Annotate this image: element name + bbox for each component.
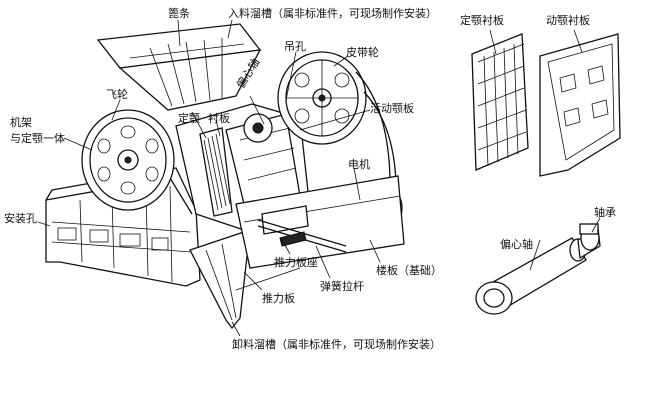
leader-lines bbox=[37, 19, 601, 337]
label-sieve: 篦条 bbox=[168, 7, 190, 20]
eccentric-shaft-drawing bbox=[475, 223, 601, 315]
label-base-plate: 楼板（基础） bbox=[376, 264, 442, 277]
label-liner: 衬板 bbox=[208, 112, 230, 125]
label-fixed-jaw: 定颚 bbox=[178, 112, 200, 125]
label-moving-jaw-liner: 动颚衬板 bbox=[546, 14, 590, 27]
label-lifting-hole: 吊孔 bbox=[284, 40, 306, 53]
label-toggle-seat: 推力板座 bbox=[274, 256, 318, 269]
label-belt-pulley: 皮带轮 bbox=[346, 46, 379, 59]
label-motor: 电机 bbox=[348, 158, 370, 171]
label-flywheel: 飞轮 bbox=[106, 88, 128, 101]
label-fixed-jaw-liner: 定颚衬板 bbox=[460, 14, 504, 27]
label-frame: 机架 bbox=[10, 116, 32, 129]
label-inlet-chute: 入料溜槽（属非标准件，可现场制作安装） bbox=[228, 7, 437, 20]
label-frame-fixed-jaw: 与定颚一体 bbox=[10, 132, 65, 145]
fixed-jaw-liner-drawing bbox=[471, 33, 529, 171]
outlet-chute-drawing bbox=[189, 229, 251, 330]
label-toggle-plate: 推力板 bbox=[262, 292, 295, 305]
inlet-chute-drawing bbox=[96, 23, 262, 111]
label-eccentric-shaft-detail: 偏心轴 bbox=[500, 238, 533, 251]
base-drawing bbox=[235, 175, 405, 291]
flywheel-drawing bbox=[81, 109, 175, 211]
moving-jaw-liner-drawing bbox=[539, 33, 621, 177]
label-bearing: 轴承 bbox=[594, 206, 616, 219]
label-spring-rod: 弹簧拉杆 bbox=[320, 280, 364, 293]
label-moving-jaw: 活动颚板 bbox=[370, 102, 414, 115]
label-outlet-chute: 卸料溜槽（属非标准件，可现场制作安装） bbox=[232, 338, 441, 351]
label-mounting-hole: 安装孔 bbox=[4, 212, 37, 225]
